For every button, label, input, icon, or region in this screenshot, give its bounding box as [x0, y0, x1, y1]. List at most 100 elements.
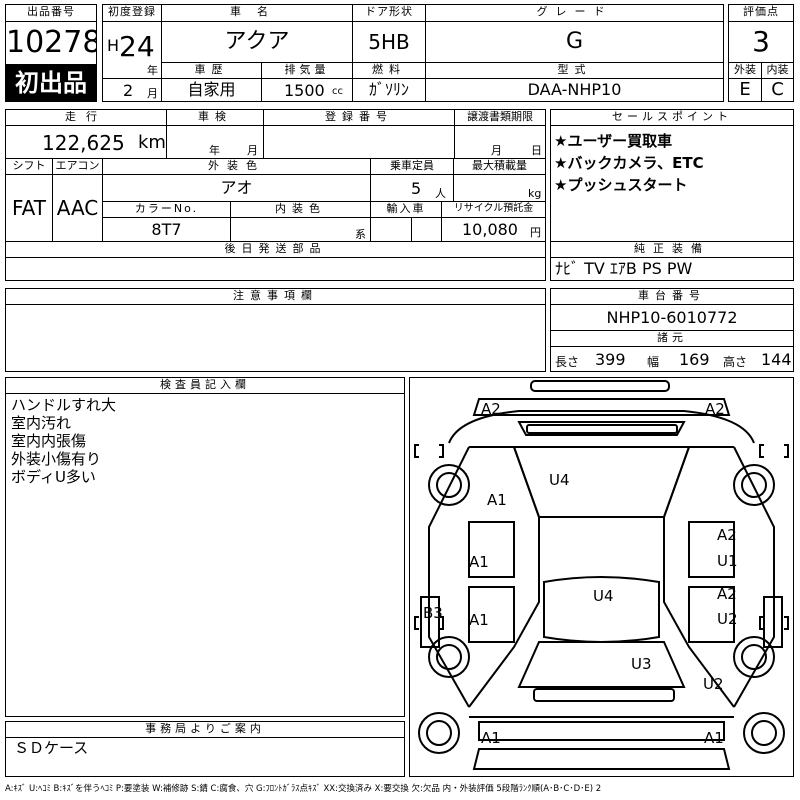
sales-point-item: ★ユーザー買取車: [554, 132, 673, 150]
history-label: 車歴: [161, 62, 262, 79]
int-color-unit: 系: [355, 228, 366, 241]
year-unit: 年: [147, 64, 158, 77]
damage-mark: A1: [469, 553, 489, 571]
inspector-note: ハンドルすれ大: [11, 396, 117, 414]
damage-mark: A1: [481, 729, 501, 747]
recycle-cell: 10,080 円: [441, 217, 546, 242]
sales-point-item: ★バックカメラ、ETC: [554, 154, 704, 172]
damage-mark: B3: [423, 604, 443, 622]
fuel-label: 燃料: [352, 62, 426, 79]
recycle: 10,080: [462, 220, 518, 239]
color-no: 8T7: [102, 217, 231, 242]
notes-box: [5, 304, 546, 372]
model-label: 型式: [425, 62, 724, 79]
first-reg-year-cell: H 24 年: [102, 21, 162, 79]
damage-mark: A1: [469, 611, 489, 629]
width-label: 幅: [647, 355, 660, 369]
first-reg-month-cell: 2 月: [102, 78, 162, 102]
inspector-note: 外装小傷有り: [11, 450, 102, 468]
height-label: 高さ: [723, 355, 748, 369]
sales-points-label: セールスポイント: [550, 109, 794, 126]
ac-label: エアコン: [52, 158, 103, 175]
grade: G: [425, 21, 724, 63]
damage-mark: U4: [593, 587, 614, 605]
office-label: 事務局よりご案内: [5, 721, 405, 738]
max-load-unit: kg: [528, 187, 542, 200]
history: 自家用: [161, 78, 262, 102]
inspection-year-unit: 年: [209, 144, 220, 157]
car-diagram-frame: [409, 377, 794, 777]
damage-mark: U3: [631, 655, 652, 673]
era-year: 24: [119, 30, 155, 63]
transfer-month-unit: 月: [491, 144, 502, 157]
era-prefix: H: [107, 36, 120, 55]
transfer-cell: 月 日: [454, 125, 546, 159]
length: 399: [595, 350, 626, 369]
height: 144: [761, 350, 792, 369]
recycle-label: リサイクル預託金: [441, 201, 546, 218]
later-parts-label: 後日発送部品: [5, 241, 546, 258]
capacity-unit: 人: [435, 187, 446, 200]
lot-number: 10278: [5, 21, 97, 65]
spec-cell: 長さ 399 幅 169 高さ 144: [550, 346, 794, 372]
length-label: 長さ: [555, 355, 580, 369]
inspector-note: 室内内張傷: [11, 432, 87, 450]
capacity-label: 乗車定員: [370, 158, 454, 175]
sales-point-item: ★プッシュスタート: [554, 176, 688, 194]
door-label: ドア形状: [352, 4, 426, 22]
inspection-month-unit: 月: [247, 144, 258, 157]
displacement: 1500: [284, 81, 325, 100]
transfer-label: 譲渡書類期限: [454, 109, 546, 126]
model: DAA-NHP10: [425, 78, 724, 102]
fuel: ｶﾞｿﾘﾝ: [352, 78, 426, 102]
shift-label: シフト: [5, 158, 53, 175]
import-cell-a: [370, 217, 412, 242]
score-label: 評価点: [728, 4, 794, 22]
mileage: 122,625: [42, 131, 125, 155]
inspection-label: 車検: [166, 109, 264, 126]
later-parts-cell: [5, 257, 546, 281]
inspector-note: ボディU多い: [11, 468, 96, 486]
damage-mark: A2: [705, 400, 725, 418]
max-load-cell: kg: [453, 174, 546, 202]
ac: AAC: [52, 174, 103, 242]
capacity-cell: 5 人: [370, 174, 454, 202]
spec-label: 諸元: [550, 330, 794, 347]
inspection-cell: 年 月: [166, 125, 264, 159]
equipment-label: 純正装備: [550, 241, 794, 258]
mileage-unit: km: [138, 132, 166, 153]
grade-label: グレード: [425, 4, 724, 22]
ext-color: アオ: [102, 174, 371, 202]
chassis-number: NHP10-6010772: [550, 304, 794, 331]
exterior-label: 外装: [728, 62, 762, 79]
int-color-cell: 系: [230, 217, 371, 242]
inspector-box: ハンドルすれ大 室内汚れ 室内内張傷 外装小傷有り ボディU多い: [5, 393, 405, 717]
reg-no-cell: [263, 125, 455, 159]
lot-no-label: 出品番号: [5, 4, 97, 22]
damage-mark: A2: [717, 585, 737, 603]
car-diagram: A2 A2 U4 A1 A1 A2 U1 U4 B3 A1 A2 U2 U3 U…: [414, 380, 789, 770]
interior-label: 内装: [761, 62, 794, 79]
displacement-unit: cc: [332, 86, 343, 97]
first-reg-label: 初度登録: [102, 4, 162, 22]
mileage-cell: 122,625 km: [5, 125, 167, 159]
damage-mark: A1: [704, 729, 724, 747]
int-color-label: 内装色: [230, 201, 371, 218]
ext-color-label: 外装色: [102, 158, 371, 175]
first-reg-month: 2: [123, 81, 134, 100]
notes-label: 注意事項欄: [5, 288, 546, 305]
first-listing-badge: 初出品: [5, 64, 97, 102]
office-note: ＳＤケース: [5, 737, 405, 777]
interior-grade: C: [761, 78, 794, 102]
color-no-label: カラーNo.: [102, 201, 231, 218]
car-name-label: 車名: [161, 4, 353, 22]
damage-mark: U1: [717, 552, 738, 570]
equipment: ﾅﾋﾞ TV ｴｱB PS PW: [550, 257, 794, 281]
damage-mark: A2: [481, 400, 501, 418]
score: 3: [728, 21, 794, 63]
capacity: 5: [411, 179, 422, 198]
recycle-unit: 円: [530, 226, 541, 239]
inspector-label: 検査員記入欄: [5, 377, 405, 394]
reg-no-label: 登録番号: [263, 109, 455, 126]
displacement-cell: 1500 cc: [261, 78, 353, 102]
